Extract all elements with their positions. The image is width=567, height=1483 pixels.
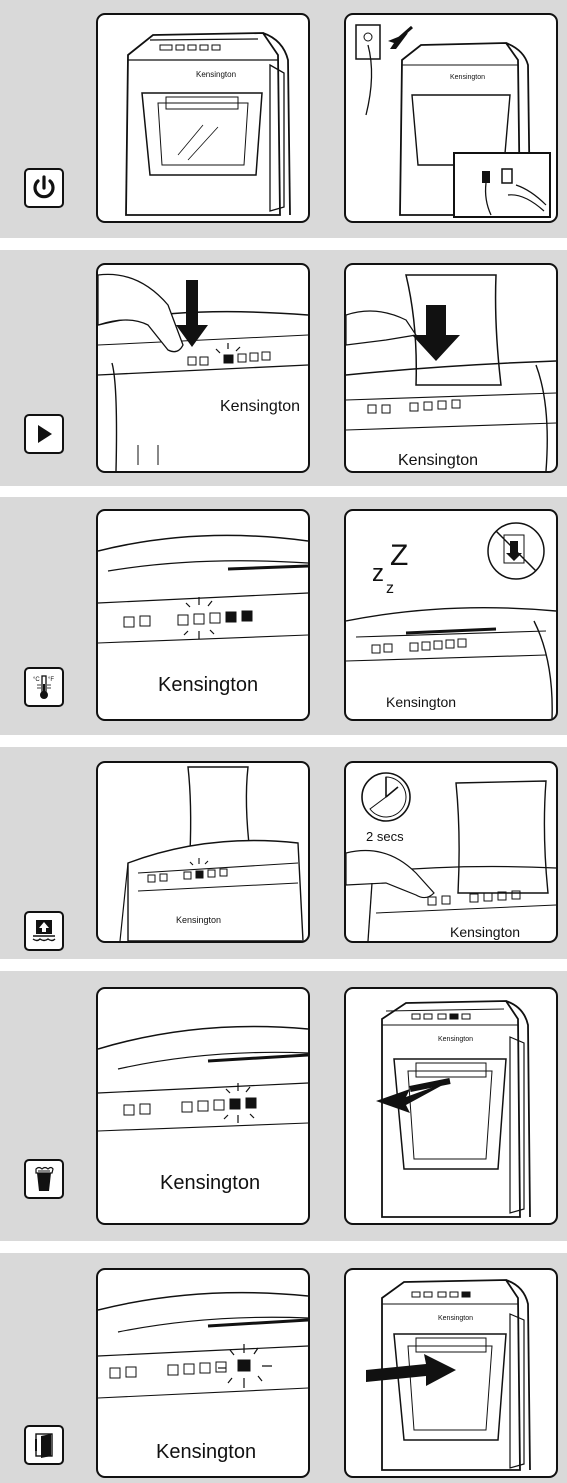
brand-label: Kensington bbox=[220, 398, 300, 415]
step-row-power: Kensington Kensington bbox=[0, 0, 567, 238]
paper-jam-icon bbox=[24, 911, 64, 951]
illustration-jam-indicator: Kensington bbox=[96, 761, 310, 943]
brand-label: Kensington bbox=[386, 694, 456, 710]
sleep-z-large: Z bbox=[390, 539, 408, 572]
illustration-door-open-indicator: Kensington bbox=[96, 1268, 310, 1478]
illustration-shredder-front: Kensington bbox=[96, 13, 310, 223]
illustration-close-door: Kensington bbox=[344, 1268, 558, 1478]
illustration-sleep-mode: z z Z Kensington bbox=[344, 509, 558, 721]
timer-label: 2 secs bbox=[366, 829, 404, 844]
sleep-z-small: z bbox=[372, 560, 384, 587]
step-row-paper-jam: Kensington 2 secs Kensington bbox=[0, 747, 567, 959]
illustration-pull-out-bin: Kensington bbox=[344, 987, 558, 1225]
thermometer-icon: °C °F bbox=[24, 667, 64, 707]
sleep-z-tiny: z bbox=[386, 580, 394, 597]
step-row-auto: Kensington Kensington bbox=[0, 250, 567, 486]
brand-label: Kensington bbox=[156, 1441, 256, 1463]
brand-label: Kensington bbox=[450, 74, 485, 81]
brand-label: Kensington bbox=[398, 452, 478, 469]
brand-label: Kensington bbox=[158, 674, 258, 696]
bin-full-icon bbox=[24, 1159, 64, 1199]
celsius-label: °C bbox=[33, 677, 40, 683]
illustration-bin-full-indicator: Kensington bbox=[96, 987, 310, 1225]
power-icon bbox=[24, 168, 64, 208]
brand-label: Kensington bbox=[176, 915, 221, 925]
brand-label: Kensington bbox=[438, 1036, 473, 1043]
fahrenheit-label: °F bbox=[48, 677, 54, 683]
step-row-bin-full: Kensington Kensington bbox=[0, 971, 567, 1241]
illustration-plug-in: Kensington bbox=[344, 13, 558, 223]
step-row-door-open: Kensington Kensington bbox=[0, 1253, 567, 1483]
illustration-press-auto-button: Kensington bbox=[96, 263, 310, 473]
illustration-overheat-indicator: Kensington bbox=[96, 509, 310, 721]
play-icon bbox=[24, 414, 64, 454]
door-open-icon bbox=[24, 1425, 64, 1465]
brand-label: Kensington bbox=[438, 1315, 473, 1322]
step-row-overheat: °C °F Kensington bbox=[0, 497, 567, 735]
brand-label: Kensington bbox=[160, 1172, 260, 1194]
illustration-press-reverse-2-secs: 2 secs Kensington bbox=[344, 761, 558, 943]
illustration-insert-paper: Kensington bbox=[344, 263, 558, 473]
brand-label: Kensington bbox=[450, 924, 520, 940]
brand-label: Kensington bbox=[196, 70, 236, 79]
